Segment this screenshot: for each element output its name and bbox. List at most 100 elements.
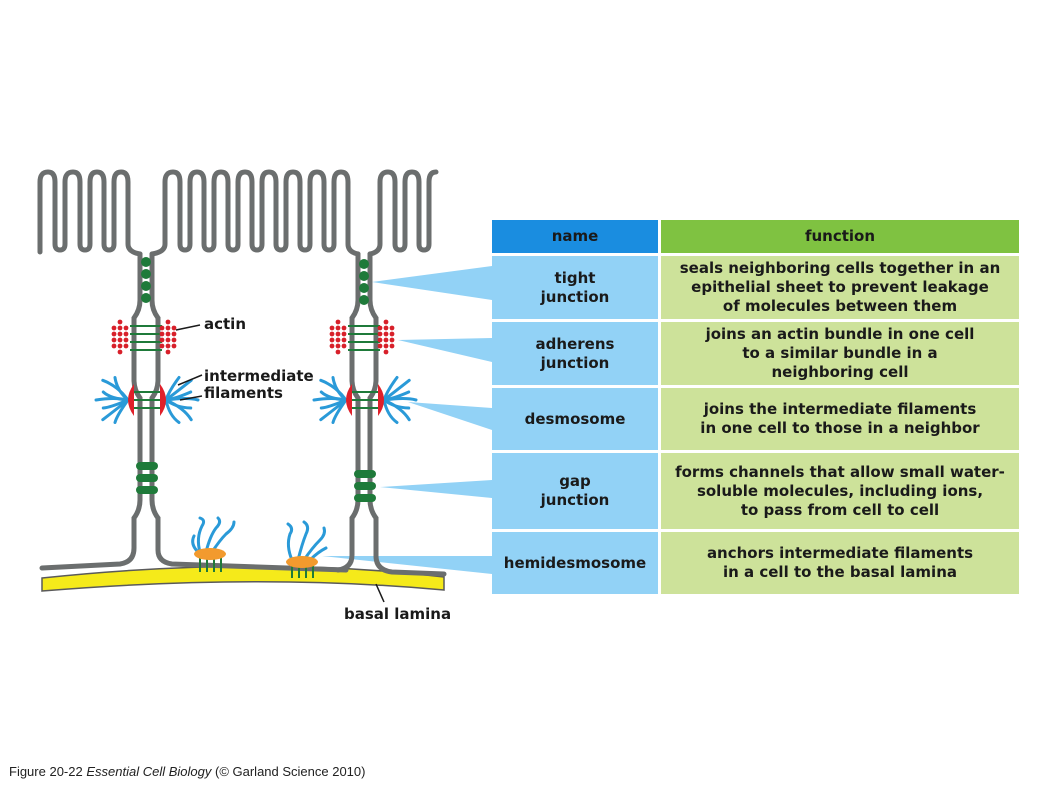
- table-row: hemidesmosome anchors intermediate filam…: [492, 532, 1019, 594]
- tight-junction-bead: [141, 293, 151, 303]
- table-row: adherens junction joins an actin bundle …: [492, 322, 1019, 385]
- actin-filament-dot: [389, 337, 395, 343]
- intermediate-filament: [319, 378, 348, 402]
- right-junction-membrane-b: [367, 251, 447, 577]
- actin-filament-dot: [383, 343, 389, 349]
- actin-filament-dot: [335, 337, 341, 343]
- basal-lamina-leader: [375, 583, 385, 603]
- actin-filament-dot: [335, 319, 341, 325]
- tight-junction-bead: [359, 295, 369, 305]
- actin-filament-dot: [171, 325, 177, 331]
- actin-filament-dot: [111, 337, 117, 343]
- adherens-linkers: [130, 325, 380, 351]
- intermediate-filament: [382, 398, 411, 422]
- actin-filament-dot: [117, 319, 123, 325]
- pointer-hemidesmosome: [322, 556, 492, 574]
- pointer-gap-junction: [380, 480, 492, 498]
- actin-filament-dot: [389, 343, 395, 349]
- actin-filament-dot: [171, 337, 177, 343]
- actin-filament-dot: [341, 343, 347, 349]
- row-function: joins the intermediate filaments in one …: [661, 388, 1019, 450]
- gap-junction-channel: [354, 470, 376, 478]
- actin-filament-dot: [123, 343, 129, 349]
- row-name: adherens junction: [492, 322, 658, 385]
- actin-filament-dot: [159, 325, 165, 331]
- row-name: tight junction: [492, 256, 658, 319]
- actin-filament-dot: [165, 319, 171, 325]
- tight-junction-bead: [359, 283, 369, 293]
- hemidesmosome-filament: [302, 526, 326, 562]
- actin-filament-dot: [117, 331, 123, 337]
- actin-filament-dot: [341, 331, 347, 337]
- hemidesmosomes: [191, 516, 328, 578]
- caption-book-title: Essential Cell Biology: [86, 764, 212, 779]
- actin-filament-dot: [335, 343, 341, 349]
- actin-filament-dot: [165, 331, 171, 337]
- desmosome-filaments: [94, 375, 418, 425]
- hemidesmosome-filament: [210, 520, 236, 554]
- right-cell-microvilli: [367, 169, 439, 257]
- actin-filament-dot: [117, 337, 123, 343]
- actin-filament-dot: [165, 325, 171, 331]
- actin-filament-dot: [389, 325, 395, 331]
- actin-filament-dot: [341, 325, 347, 331]
- hemidesmosome-filament: [296, 520, 310, 562]
- tight-junction-bead: [141, 269, 151, 279]
- intermediate-filament: [164, 378, 193, 402]
- intermediate-filament: [382, 397, 418, 402]
- actin-filament-dot: [389, 331, 395, 337]
- actin-filament-dot: [383, 325, 389, 331]
- intermediate-filament: [164, 398, 193, 422]
- actin-filament-dot: [123, 331, 129, 337]
- row-name: gap junction: [492, 453, 658, 529]
- basal-lamina-label: basal lamina: [344, 605, 452, 623]
- intermediate-filament: [94, 397, 130, 402]
- pointer-desmosome: [408, 402, 492, 430]
- row-name: desmosome: [492, 388, 658, 450]
- actin-filament-dot: [171, 331, 177, 337]
- hemidesmosome-plaque: [286, 556, 318, 568]
- pointer-adherens-junction: [398, 338, 492, 362]
- desmosome-plaque: [346, 384, 352, 416]
- intermediate-filament: [331, 398, 348, 425]
- actin-bundles: [111, 319, 395, 355]
- gap-junction-channel: [136, 486, 158, 494]
- left-junction-membrane-b: [149, 251, 349, 573]
- actin-filament-dot: [165, 337, 171, 343]
- gap-junction-channel: [354, 482, 376, 490]
- desmosome-plaque: [128, 384, 134, 416]
- tight-junction-bead: [141, 281, 151, 291]
- row-function: forms channels that allow small water- s…: [661, 453, 1019, 529]
- actin-filament-dot: [329, 331, 335, 337]
- hemidesmosome-plaques: [194, 548, 318, 568]
- actin-filament-dot: [111, 325, 117, 331]
- desmosome-plaque: [378, 384, 384, 416]
- actin-filament-dot: [383, 337, 389, 343]
- right-junction-membrane-a: [335, 251, 361, 573]
- actin-filament-dot: [335, 349, 341, 355]
- actin-filament-dot: [377, 325, 383, 331]
- hemidesmosome-filament: [286, 522, 294, 562]
- actin-filament-dot: [383, 319, 389, 325]
- tight-junction-bead: [359, 271, 369, 281]
- row-name: hemidesmosome: [492, 532, 658, 594]
- actin-filament-dot: [159, 337, 165, 343]
- left-junction-membrane-a: [39, 251, 143, 571]
- desmosome-plaque: [160, 384, 166, 416]
- intermediate-filament: [312, 397, 348, 402]
- actin-filament-dot: [123, 325, 129, 331]
- gap-junction-channel: [136, 462, 158, 470]
- left-cell-microvilli: [37, 169, 143, 257]
- tight-junction-bead: [141, 257, 151, 267]
- gap-junction-channel: [136, 474, 158, 482]
- intermediate-filament: [382, 378, 411, 402]
- actin-filament-dot: [341, 337, 347, 343]
- hemidesmosome-filament: [196, 516, 206, 554]
- actin-filament-dot: [329, 337, 335, 343]
- row-function: joins an actin bundle in one cell to a s…: [661, 322, 1019, 385]
- tight-junctions: [141, 257, 369, 305]
- hemidesmosome-plaque: [194, 548, 226, 560]
- intermediate-filament: [101, 378, 130, 402]
- actin-filament-dot: [383, 349, 389, 355]
- tight-junction-bead: [359, 259, 369, 269]
